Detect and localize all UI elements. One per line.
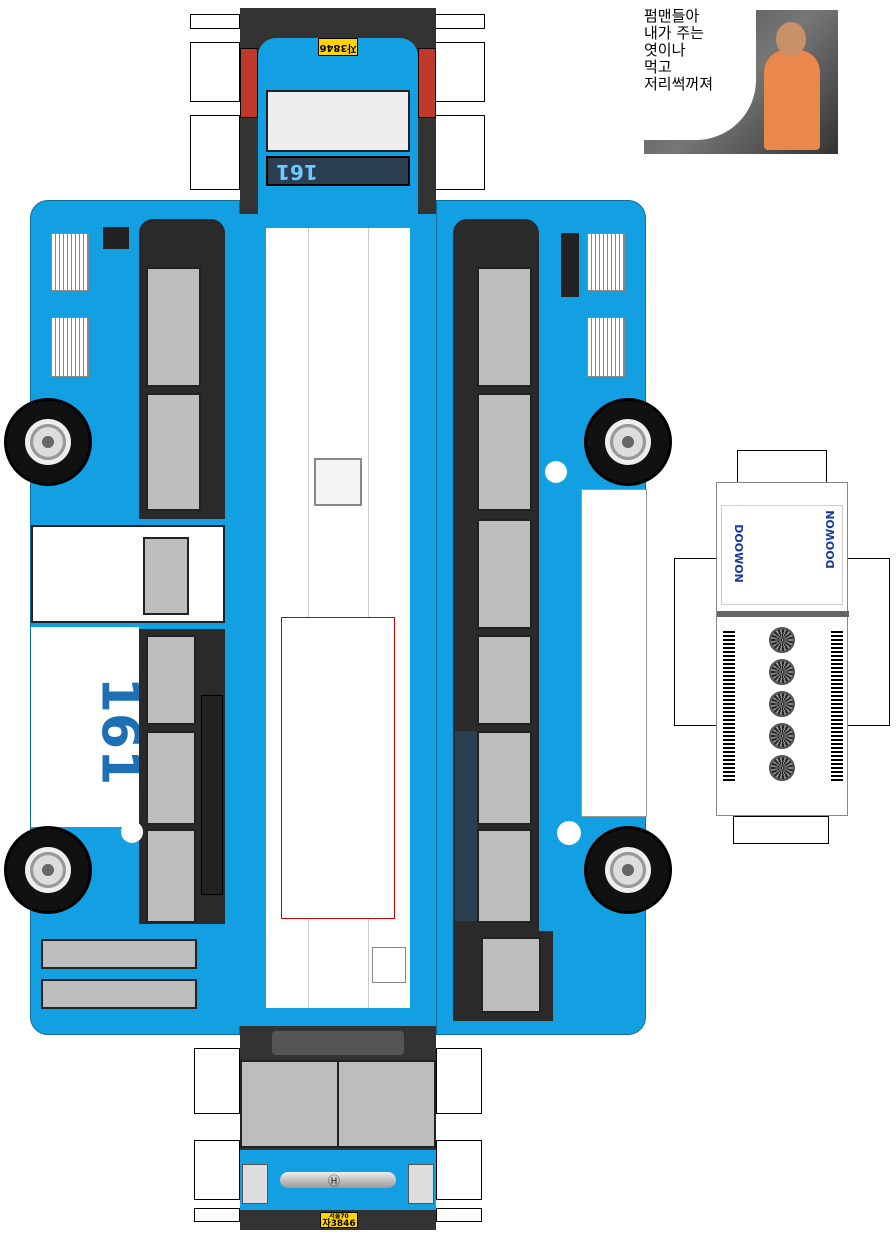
bus-right-side — [436, 200, 647, 1035]
left-route-sign — [201, 695, 223, 895]
roof-ac-unit-outline — [281, 617, 395, 919]
right-window-3 — [477, 519, 532, 629]
glue-tab-rear-upper-right — [435, 42, 485, 102]
left-door-area — [31, 525, 225, 623]
front-destination-sign — [272, 1031, 404, 1055]
ac-divider-bar — [717, 611, 849, 617]
meme-caption: 펌맨들아 내가 주는 엿이나 먹고 저리썩꺼져 — [644, 8, 713, 93]
left-lower-white — [31, 627, 139, 827]
hyundai-logo-icon: Ⓗ — [328, 1174, 341, 1188]
meme-speech-bubble — [630, 0, 756, 140]
rear-window — [266, 90, 410, 152]
left-engine-grille-2 — [51, 317, 89, 377]
bus-rear-face: 161 자3846 — [240, 8, 436, 214]
right-vent-small — [561, 233, 579, 297]
left-window-4 — [146, 731, 196, 825]
right-front-wheel — [584, 398, 672, 486]
left-luggage-panel-2 — [41, 979, 197, 1009]
glue-tab-front-upper-right — [436, 1048, 482, 1114]
roof-hatch — [314, 458, 362, 506]
meme-line-4: 먹고 — [644, 58, 672, 76]
ac-brand-panel — [721, 505, 843, 605]
right-window-4 — [477, 635, 532, 725]
ac-vent-right — [831, 631, 843, 781]
left-window-5 — [146, 829, 196, 923]
ac-tab-top — [737, 450, 827, 484]
front-grille-chrome — [280, 1172, 396, 1188]
rear-lamp-right — [418, 48, 436, 118]
ac-fan-2-icon — [769, 659, 795, 685]
roof-small-hatch — [372, 947, 406, 983]
left-window-2 — [146, 393, 201, 511]
ac-tab-left — [674, 558, 718, 726]
ac-fan-1-icon — [769, 627, 795, 653]
rear-lamp-left — [240, 48, 258, 118]
glue-tab-front-bottom-left — [194, 1208, 240, 1222]
glue-tab-front-bottom-right — [436, 1208, 482, 1222]
right-deco-spot — [545, 461, 567, 483]
right-engine-grille-1 — [587, 233, 625, 291]
right-window-2 — [477, 393, 532, 511]
left-deco-spot — [71, 537, 95, 561]
front-headlight-right — [408, 1164, 434, 1204]
glue-tab-front-upper-left — [194, 1048, 240, 1114]
ac-fan-3-icon — [769, 691, 795, 717]
meme-head — [776, 22, 806, 56]
left-deco-spot — [105, 553, 123, 571]
left-luggage-panel-1 — [41, 939, 197, 969]
left-window-3 — [146, 635, 196, 725]
ac-vent-left — [723, 631, 735, 781]
glue-tab-front-lower-right — [436, 1140, 482, 1200]
left-door-window — [143, 537, 189, 615]
ac-brand-right: DOOWON — [823, 510, 837, 569]
bus-front-face: Ⓗ 서울70 자3846 — [240, 1026, 436, 1230]
ac-tab-right — [846, 558, 890, 726]
front-headlight-left — [242, 1164, 268, 1204]
bus-left-side: 161 — [30, 200, 240, 1035]
left-front-wheel — [4, 398, 92, 486]
glue-tab-rear-top-right — [435, 14, 485, 29]
left-engine-grille-1 — [51, 233, 89, 291]
glue-tab-rear-top-left — [190, 14, 240, 29]
ac-tab-bottom — [733, 816, 829, 844]
glue-tab-rear-lower-right — [435, 115, 485, 190]
right-lower-white — [581, 489, 647, 817]
ac-brand-left: DOOWON — [731, 524, 745, 583]
meme-line-3: 엿이나 — [644, 41, 686, 59]
right-rear-wheel — [584, 826, 672, 914]
meme-line-2: 내가 주는 — [644, 24, 704, 42]
ac-fan-4-icon — [769, 723, 795, 749]
bus-roof — [226, 214, 436, 1026]
roof-ac-net: DOOWON DOOWON — [716, 482, 849, 816]
left-window-1 — [146, 267, 201, 387]
left-rear-wheel — [4, 826, 92, 914]
rear-destination-sign: 161 — [266, 156, 410, 186]
glue-tab-rear-lower-left — [190, 115, 240, 190]
right-engine-grille-2 — [587, 317, 625, 377]
glue-tab-rear-upper-left — [190, 42, 240, 102]
right-route-sign — [455, 731, 477, 921]
front-license-plate: 서울70 자3846 — [320, 1212, 358, 1229]
front-wiper-divider — [337, 1060, 339, 1148]
right-window-1 — [477, 267, 532, 387]
meme-line-1: 펌맨들아 — [644, 7, 700, 25]
left-vent-small — [103, 227, 129, 249]
ac-fan-5-icon — [769, 755, 795, 781]
rear-route-number: 161 — [276, 160, 318, 184]
meme-line-5: 저리썩꺼져 — [644, 75, 714, 93]
left-deco-spot — [121, 821, 143, 843]
meme-person — [764, 50, 820, 150]
right-deco-spot — [557, 821, 581, 845]
rear-license-plate: 자3846 — [318, 38, 358, 56]
right-window-6 — [477, 829, 532, 923]
right-door-window — [481, 937, 541, 1013]
right-window-5 — [477, 731, 532, 825]
glue-tab-front-lower-left — [194, 1140, 240, 1200]
